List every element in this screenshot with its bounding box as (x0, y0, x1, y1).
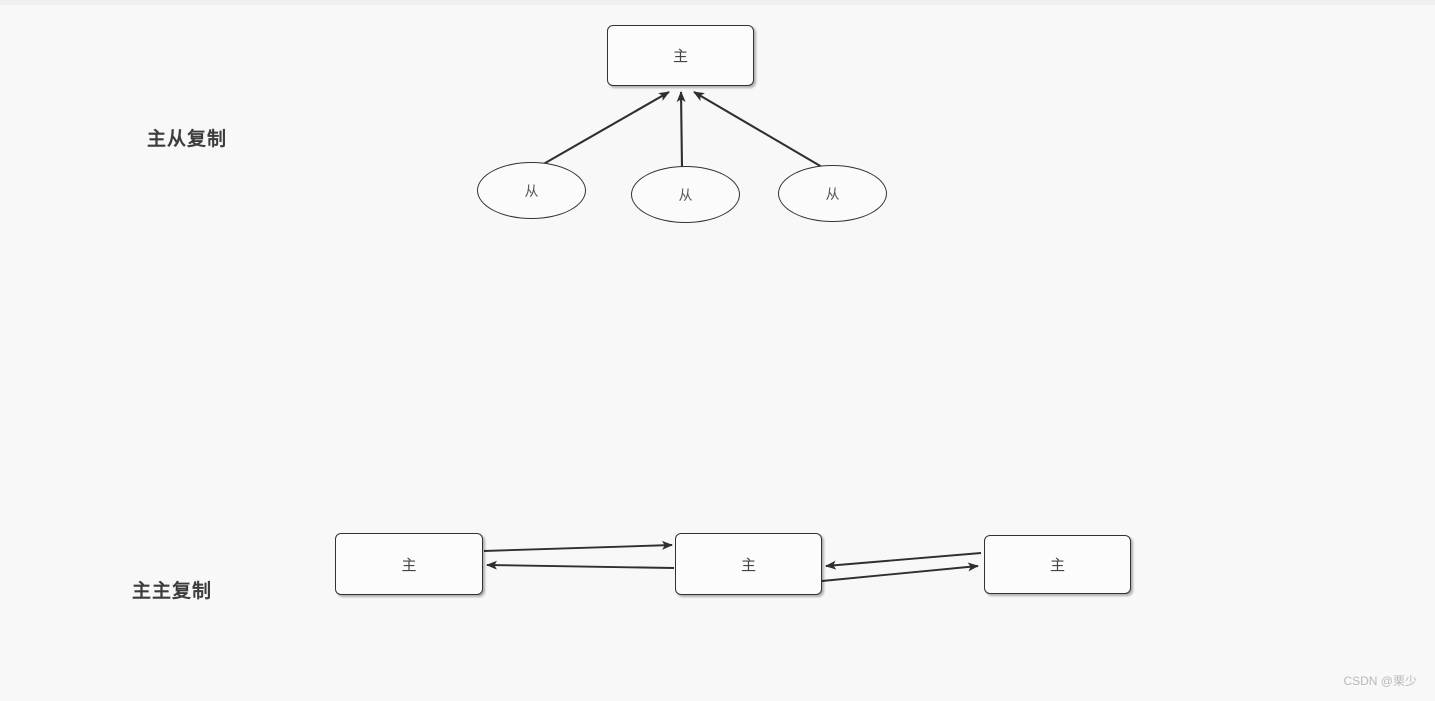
node-slave-2-label: 从 (678, 186, 693, 203)
edge-master-c-to-b (825, 552, 982, 570)
edge-slave1-to-master (539, 91, 670, 167)
node-master-b[interactable]: 主 (675, 533, 822, 595)
node-master-c-label: 主 (1049, 557, 1065, 574)
node-master-c[interactable]: 主 (984, 535, 1131, 594)
edge-master-b-to-c (821, 562, 979, 582)
node-master-top-label: 主 (672, 48, 688, 65)
edge-slave3-to-master (693, 91, 823, 168)
top-strip (0, 0, 1435, 5)
node-master-a[interactable]: 主 (335, 533, 483, 595)
edge-slave2-to-master (676, 91, 686, 169)
node-slave-1-label: 从 (524, 182, 539, 199)
node-slave-3-label: 从 (825, 185, 840, 202)
edge-master-b-to-a (486, 560, 675, 570)
section-label-master-slave: 主从复制 (147, 129, 228, 150)
edge-master-a-to-b (483, 540, 673, 552)
node-master-a-label: 主 (401, 556, 417, 574)
node-master-top[interactable]: 主 (607, 25, 754, 86)
watermark: CSDN @栗少 (1343, 674, 1417, 688)
node-slave-2[interactable]: 从 (631, 166, 740, 223)
node-slave-1[interactable]: 从 (477, 162, 586, 219)
node-master-b-label: 主 (740, 556, 756, 574)
section-label-master-master: 主主复制 (132, 581, 213, 602)
node-slave-3[interactable]: 从 (778, 165, 887, 222)
